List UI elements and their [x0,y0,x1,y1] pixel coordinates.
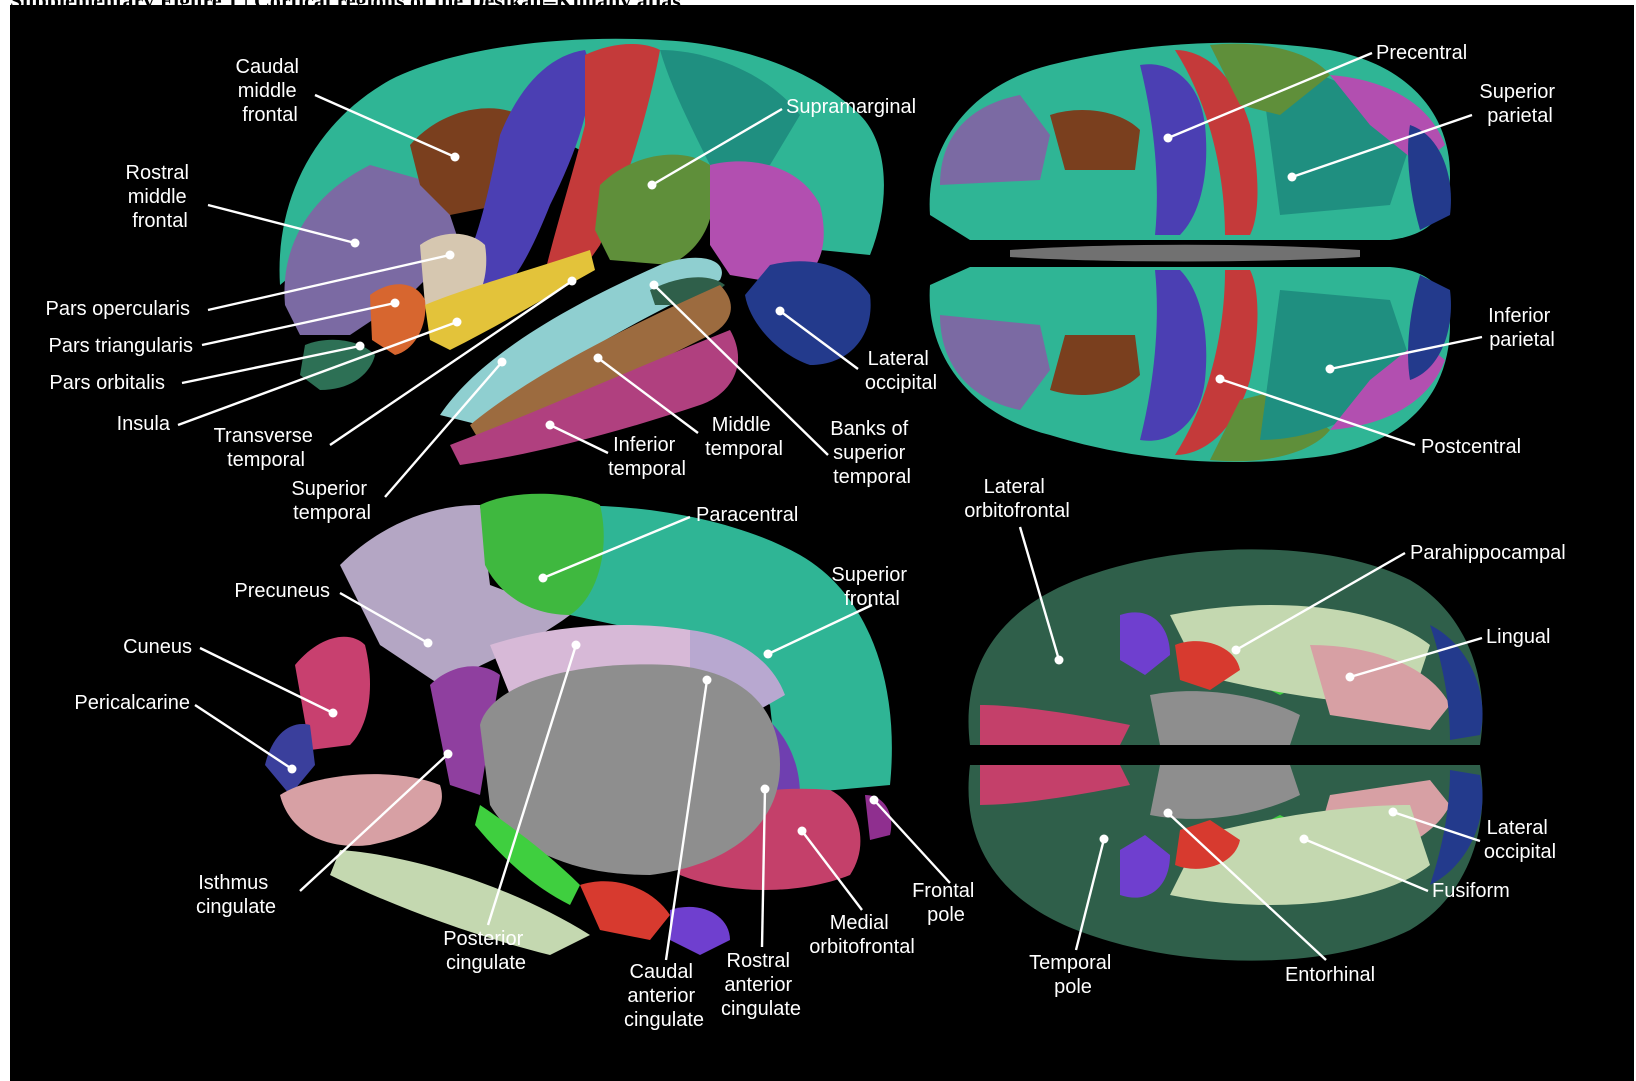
dot-temporal-pole [1100,835,1109,844]
dot-precuneus [424,639,433,648]
dot-rostral-middle-frontal [351,239,360,248]
dorsal-view [930,43,1451,462]
label-insula: Insula [117,413,171,435]
label-transverse-temporal: Transverse temporal [214,425,319,471]
dot-entorhinal [1164,809,1173,818]
dot-fusiform [1300,835,1309,844]
label-banks-superior-temporal: Banks of superior temporal [830,418,913,488]
label-medial-orbitofrontal: Medial orbitofrontal [809,912,915,958]
label-inferior-temporal: Inferior temporal [608,434,686,480]
label-cuneus: Cuneus [123,636,192,658]
dot-superior-frontal [764,650,773,659]
label-lateral-orbitofrontal: Lateral orbitofrontal [964,476,1070,522]
dot-caudal-anterior-cingulate [703,676,712,685]
dot-parahippocampal [1232,646,1241,655]
dot-insula [453,318,462,327]
leader-frontal-pole [874,800,950,883]
label-rostral-middle-frontal: Rostral middle frontal [126,162,195,232]
dot-superior-temporal [498,358,507,367]
label-rostral-anterior-cingulate: Rostral anterior cingulate [721,950,801,1020]
label-pericalcarine: Pericalcarine [74,692,190,714]
dot-cuneus [329,709,338,718]
dot-precentral [1164,134,1173,143]
dot-pericalcarine [288,765,297,774]
label-paracentral: Paracentral [696,504,798,526]
dot-inferior-temporal [546,421,555,430]
label-precuneus: Precuneus [234,580,330,602]
dot-posterior-cingulate [572,641,581,650]
dot-pars-triangularis [391,299,400,308]
dot-banks-superior-temporal [650,281,659,290]
dot-paracentral [539,574,548,583]
leader-pericalcarine [195,705,292,769]
dot-medial-orbitofrontal [798,827,807,836]
label-superior-frontal: Superior frontal [831,564,912,610]
dot-supramarginal [648,181,657,190]
dot-lateral-occipital [776,307,785,316]
dot-transverse-temporal [568,277,577,286]
label-frontal-pole: Frontal pole [912,880,980,926]
label-fusiform: Fusiform [1432,880,1510,902]
dot-lingual [1346,673,1355,682]
label-lingual: Lingual [1486,626,1551,648]
dot-lateral-orbitofrontal [1055,656,1064,665]
dot-pars-opercularis [446,251,455,260]
dot-rostral-anterior-cingulate [761,785,770,794]
label-inferior-parietal: Inferior parietal [1488,305,1556,351]
label-isthmus-cingulate: Isthmus cingulate [196,872,276,918]
dot-caudal-middle-frontal [451,153,460,162]
label-caudal-anterior-cingulate: Caudal anterior cingulate [624,961,704,1031]
label-superior-temporal: Superior temporal [291,478,372,524]
dot-postcentral [1216,375,1225,384]
label-superior-parietal: Superior parietal [1479,81,1560,127]
label-middle-temporal: Middle temporal [705,414,783,460]
brain-atlas-figure: Caudal middle frontal Rostral middle fro… [10,5,1634,1081]
label-supramarginal: Supramarginal [786,96,916,118]
region-lateral-occipital [745,261,871,365]
label-caudal-middle-frontal: Caudal middle frontal [236,56,305,126]
label-parahippocampal: Parahippocampal [1410,542,1566,564]
dot-pars-orbitalis [356,342,365,351]
medial-region-temporal-pole [670,907,730,955]
dot-ventral-lateral-occipital [1389,808,1398,817]
dorsal-midline [1010,245,1360,262]
label-lateral-occipital: Lateral occipital [865,348,937,394]
label-entorhinal: Entorhinal [1285,964,1375,986]
medial-region-entorhinal [580,881,670,940]
label-pars-triangularis: Pars triangularis [48,335,193,357]
figure-panel: Caudal middle frontal Rostral middle fro… [10,5,1634,1081]
label-pars-opercularis: Pars opercularis [45,298,190,320]
dot-inferior-parietal [1326,365,1335,374]
label-precentral: Precentral [1376,42,1467,64]
label-ventral-lateral-occipital: Lateral occipital [1484,817,1556,863]
label-temporal-pole: Temporal pole [1029,952,1117,998]
dot-isthmus-cingulate [444,750,453,759]
label-posterior-cingulate: Posterior cingulate [443,928,529,974]
label-pars-orbitalis: Pars orbitalis [49,372,165,394]
dot-superior-parietal [1288,173,1297,182]
leader-insula [178,322,457,425]
label-postcentral: Postcentral [1421,436,1521,458]
dot-middle-temporal [594,354,603,363]
dot-frontal-pole [870,796,879,805]
